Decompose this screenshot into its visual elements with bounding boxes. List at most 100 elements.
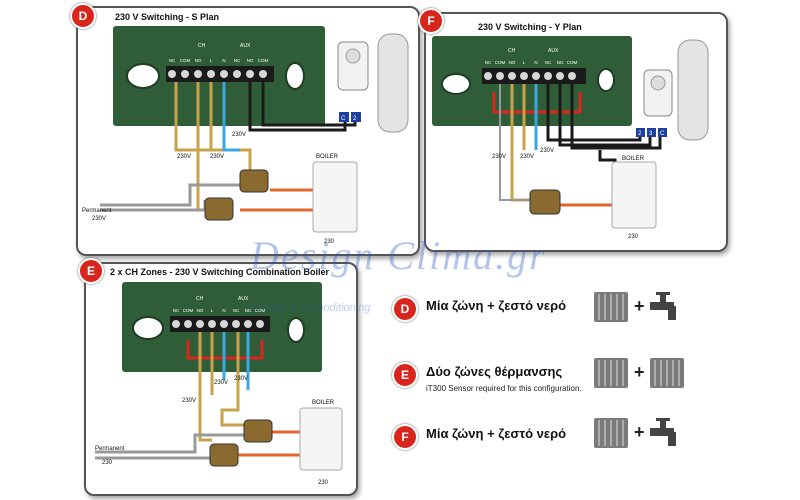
svg-text:BOILER: BOILER — [312, 400, 335, 406]
svg-text:230V: 230V — [92, 216, 106, 222]
terminal-label: COM — [183, 308, 194, 313]
terminal-label: COM — [180, 58, 191, 63]
svg-text:230: 230 — [628, 234, 639, 240]
terminal-tag — [647, 128, 656, 137]
radiator-icon — [650, 358, 684, 388]
svg-text:2: 2 — [353, 116, 357, 122]
legend-row-f: F Μία ζώνη + ζεστό νερό — [392, 418, 692, 458]
watermark-sub: heating & airconditioning — [250, 302, 371, 314]
terminal-tag — [636, 128, 645, 137]
terminal-label: L — [523, 60, 526, 65]
board-mount-hole — [287, 317, 305, 343]
legend-text: Μία ζώνη + ζεστό νερό — [426, 426, 567, 441]
svg-text:230: 230 — [324, 239, 335, 245]
svg-text:C: C — [660, 131, 665, 137]
hot-water-cylinder — [377, 33, 409, 133]
terminal-label: NO — [557, 60, 564, 65]
svg-text:230: 230 — [318, 480, 329, 486]
legend-row-d: D Μία ζώνη + ζεστό νερό — [392, 290, 692, 330]
svg-text:CH: CH — [196, 296, 204, 302]
svg-text:230V: 230V — [492, 154, 506, 160]
legend-plus: + — [634, 362, 645, 382]
terminal-label: NO — [509, 60, 516, 65]
svg-text:230V: 230V — [214, 380, 228, 386]
svg-text:BOILER: BOILER — [316, 154, 339, 160]
terminal-label: NC — [485, 60, 492, 65]
svg-text:CH: CH — [508, 48, 516, 54]
zone-valve — [204, 197, 234, 221]
svg-text:C: C — [341, 116, 346, 122]
legend-plus: + — [634, 296, 645, 316]
tap-icon — [650, 418, 676, 446]
terminal-label: N — [222, 308, 225, 313]
terminal-label: NC — [545, 60, 552, 65]
zone-valve — [209, 443, 239, 467]
terminal-label: L — [211, 308, 214, 313]
diverter-valve — [529, 189, 561, 215]
terminal-label: NO — [247, 58, 254, 63]
watermark: Design Clima.gr — [250, 233, 547, 278]
svg-text:230V: 230V — [234, 376, 248, 382]
terminal-group-ch: CH — [198, 43, 206, 49]
boiler — [611, 161, 657, 229]
svg-text:AUX: AUX — [238, 296, 249, 302]
zone-valve — [243, 419, 273, 443]
terminal-tag — [658, 128, 667, 137]
legend-row-e: E Δύο ζώνες θέρμανσης iT300 Sensor requi… — [392, 356, 692, 396]
terminal-group-aux: AUX — [240, 43, 251, 49]
board-mount-hole — [597, 68, 615, 92]
legend-badge: D — [392, 296, 418, 322]
terminal-label: NC — [233, 308, 240, 313]
hot-water-cylinder — [677, 39, 709, 141]
svg-text:Permanent: Permanent — [82, 208, 112, 214]
svg-text:230V: 230V — [520, 154, 534, 160]
terminal-label: NC — [234, 58, 241, 63]
panel-e-badge: E — [78, 258, 104, 284]
boiler — [312, 161, 358, 233]
svg-text:230V: 230V — [177, 154, 191, 160]
terminal-label: COM — [495, 60, 506, 65]
radiator-icon — [594, 358, 628, 388]
terminal-tag-2 — [351, 112, 361, 122]
board-mount-hole — [126, 63, 160, 89]
tap-icon — [650, 292, 676, 320]
panel-d-title: 230 V Switching - S Plan — [115, 12, 220, 22]
zone-valve — [239, 169, 269, 193]
panel-e-title: 2 x CH Zones - 230 V Switching Combinati… — [110, 267, 330, 277]
panel-f-badge: F — [418, 8, 444, 34]
legend-badge: F — [392, 424, 418, 450]
svg-text:230V: 230V — [210, 154, 224, 160]
panel-d-badge: D — [70, 3, 96, 29]
terminal-label: COM — [255, 308, 266, 313]
terminal-label: NO — [197, 308, 204, 313]
board-mount-hole — [441, 73, 471, 95]
svg-text:230: 230 — [102, 460, 113, 466]
terminal-label: NO — [245, 308, 252, 313]
svg-text:230V: 230V — [540, 148, 554, 154]
svg-text:3: 3 — [649, 131, 653, 137]
boiler — [299, 407, 343, 471]
terminal-label: L — [210, 58, 213, 63]
terminal-label: COM — [258, 58, 269, 63]
legend-badge: E — [392, 362, 418, 388]
board-mount-hole — [285, 62, 305, 90]
radiator-icon — [594, 292, 628, 322]
legend-plus: + — [634, 422, 645, 442]
svg-text:Permanent: Permanent — [95, 446, 125, 452]
terminal-label: NC — [169, 58, 176, 63]
terminal-tag-c — [339, 112, 349, 122]
terminal-label: N — [222, 58, 225, 63]
svg-text:2: 2 — [638, 131, 642, 137]
legend-text: Δύο ζώνες θέρμανσης — [426, 364, 563, 379]
panel-f-title: 230 V Switching - Y Plan — [478, 22, 582, 32]
svg-text:230V: 230V — [182, 398, 196, 404]
terminal-label: NC — [173, 308, 180, 313]
terminal-label: NO — [195, 58, 202, 63]
svg-text:BOILER: BOILER — [622, 156, 645, 162]
legend-note: iT300 Sensor required for this configura… — [426, 384, 582, 393]
board-mount-hole — [132, 316, 164, 340]
